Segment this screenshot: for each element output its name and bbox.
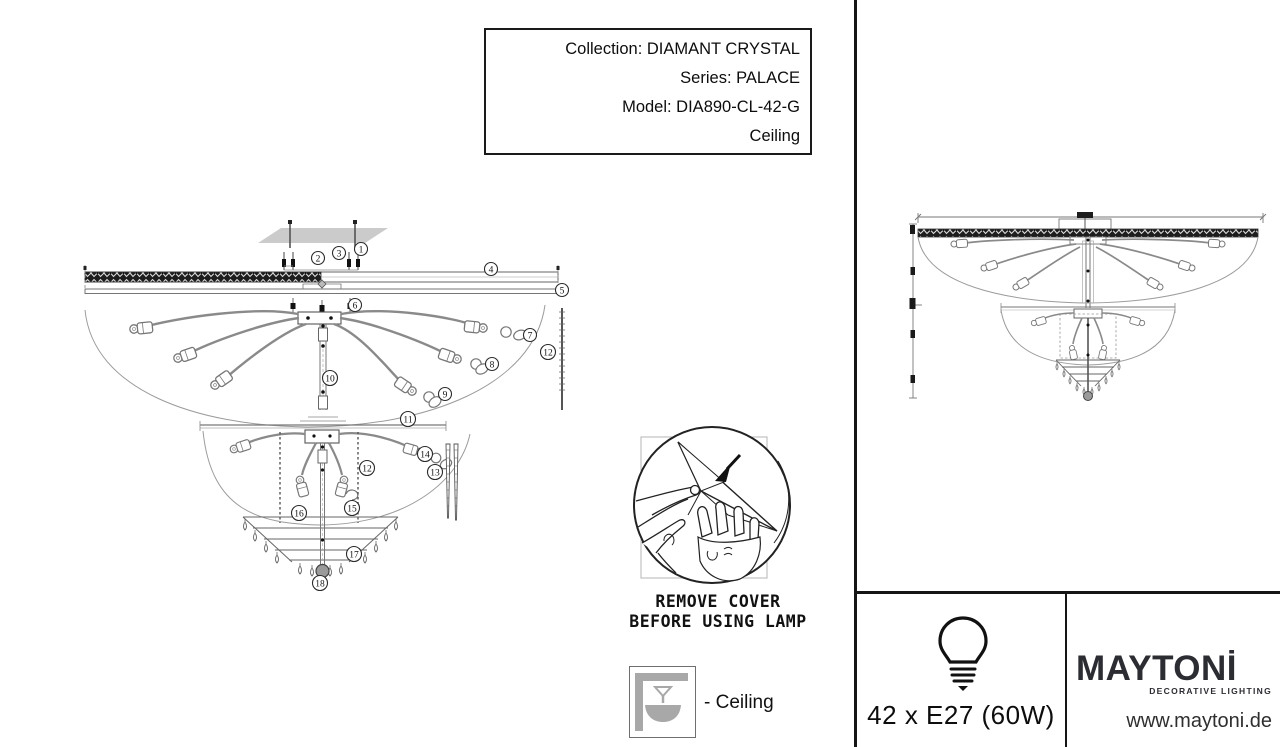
dome-rim [773,460,790,544]
exploded-view-diagram: 1 2 3 4 5 6 7 8 9 10 11 12 12 13 14 15 1… [83,220,570,592]
brand-logo: MAYTONİ [1076,649,1238,688]
mount-type-label: - Ceiling [704,692,774,713]
svg-text:10: 10 [325,375,335,385]
svg-text:1: 1 [359,246,364,256]
ceiling-mount-box [629,666,696,738]
svg-text:9: 9 [443,391,448,401]
vertical-divider [854,0,857,747]
svg-text:13: 13 [430,469,440,479]
svg-text:8: 8 [490,361,495,371]
ceiling-icon [635,673,688,731]
product-info-box: Collection: DIAMANT CRYSTAL Series: PALA… [484,28,812,155]
footer-cell-divider [1065,593,1067,747]
svg-text:7: 7 [528,332,533,342]
svg-text:5: 5 [560,287,565,297]
socket-rings [423,326,527,408]
svg-text:2: 2 [316,255,321,265]
pull-arrow [715,453,742,482]
assembled-upper-arms [957,238,1219,286]
lower-hub [304,429,340,444]
bulb-icon [938,616,988,691]
assembled-rod [1082,237,1094,308]
svg-text:18: 18 [315,580,325,590]
dimension-marks [909,225,916,383]
horizontal-divider [856,591,1280,594]
brand-tagline: DECORATIVE LIGHTING [1149,686,1272,696]
decorative-band [83,265,560,290]
svg-text:6: 6 [353,302,358,312]
upper-hub [297,311,342,325]
svg-text:12: 12 [543,349,553,359]
brand-website: www.maytoni.de [1126,710,1272,732]
model-line: Model: DIA890-CL-42-G [622,98,800,116]
spiral-crystals [445,443,459,521]
central-rod [318,324,328,410]
left-hand [635,484,701,574]
svg-text:16: 16 [294,510,304,520]
assembled-finial-ball [1083,391,1093,401]
svg-text:12: 12 [362,465,372,475]
svg-text:14: 14 [420,451,430,461]
collection-line: Collection: DIAMANT CRYSTAL [565,40,800,58]
svg-text:17: 17 [349,551,359,561]
type-line: Ceiling [749,127,800,145]
svg-text:11: 11 [403,416,412,426]
ceiling-plate [258,220,388,248]
part-labels: 1 2 3 4 5 6 7 8 9 10 11 12 12 13 14 15 1… [290,241,570,592]
svg-text:15: 15 [347,505,357,515]
warning-line-2: BEFORE USING LAMP [629,612,807,631]
crystal-strand [559,308,565,410]
canopy [1058,212,1112,230]
svg-text:4: 4 [489,266,494,276]
series-line: Series: PALACE [680,69,800,87]
assembled-lower-hub [1073,308,1103,319]
warning-text: REMOVE COVER BEFORE USING LAMP [618,592,818,632]
assembled-band [917,228,1259,238]
upper-dome-outline [84,304,546,428]
remove-cover-illustration [633,426,791,584]
fixing-screws [290,298,353,313]
warning-line-1: REMOVE COVER [655,592,781,611]
right-hand [697,501,761,582]
lamp-spec-label: 42 x E27 (60W) [867,700,1055,730]
svg-text:3: 3 [337,250,342,260]
assembled-lower-rod [1086,318,1090,392]
assembled-view-diagram [909,212,1267,401]
lower-rod [317,443,328,565]
